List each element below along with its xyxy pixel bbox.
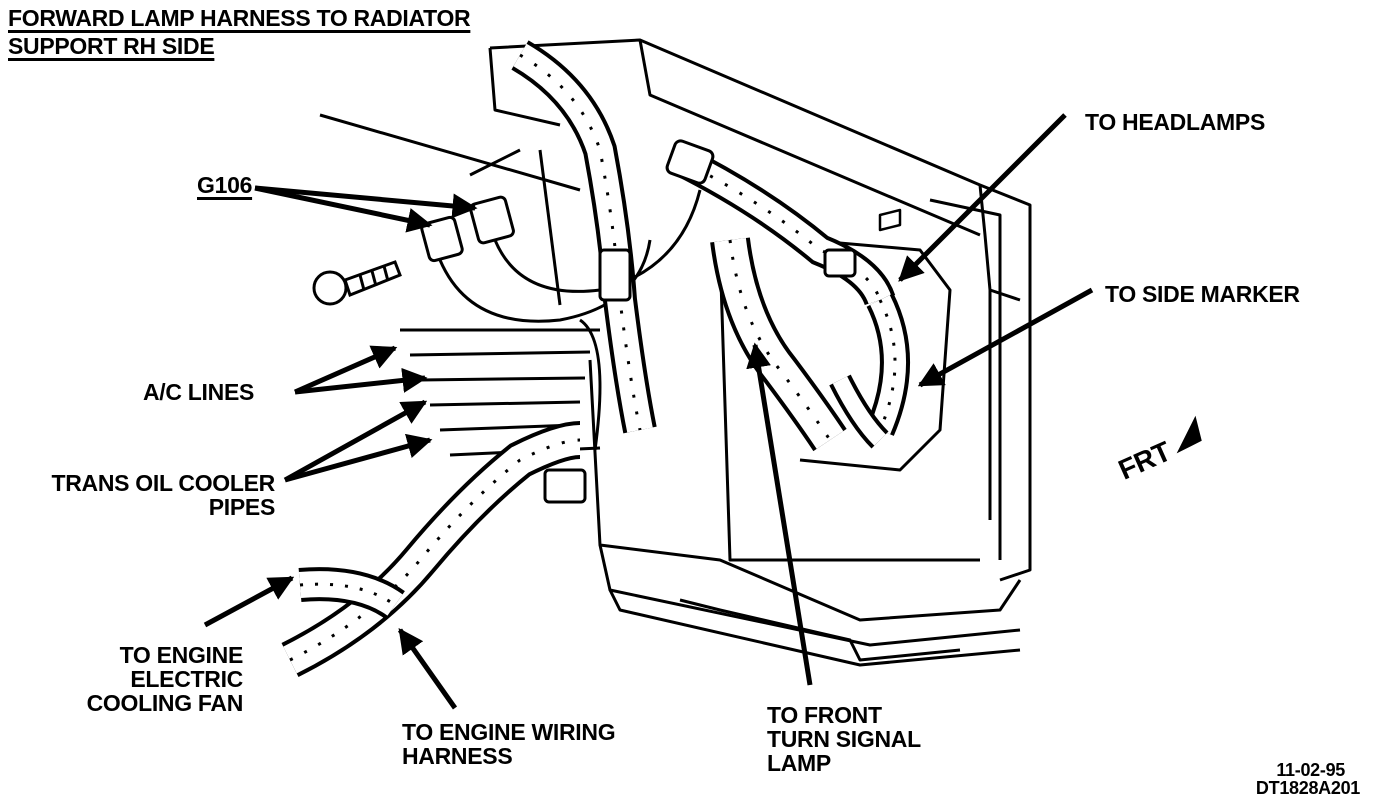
harness-connectors	[543, 139, 857, 504]
forward-lamp-harness	[511, 40, 910, 452]
frt-arrow	[1176, 415, 1202, 454]
label-engine-wiring-line2: HARNESS	[402, 743, 513, 769]
label-engine-fan-line2: ELECTRIC	[130, 666, 243, 692]
arrow-side-marker	[917, 287, 1094, 388]
label-ac-lines: A/C LINES	[143, 379, 255, 405]
label-engine-wiring-line1: TO ENGINE WIRING	[402, 719, 616, 745]
label-trans-oil-cooler-line2: PIPES	[208, 494, 276, 520]
arrow-g106-a	[254, 185, 433, 233]
label-turn-signal-line3: LAMP	[767, 750, 831, 776]
footer-code: DT1828A201	[1255, 778, 1360, 798]
arrow-trans-b	[284, 433, 433, 483]
footer-date: 11-02-95	[1276, 760, 1345, 780]
radiator-support	[319, 38, 1032, 667]
arrow-ac-a	[293, 345, 398, 395]
label-engine-fan-line1: TO ENGINE	[119, 642, 244, 668]
label-side-marker: TO SIDE MARKER	[1105, 281, 1300, 307]
engine-harness	[281, 421, 581, 677]
arrow-ac-b	[294, 367, 428, 395]
label-turn-signal-line2: TURN SIGNAL	[767, 726, 921, 752]
arrow-headlamps	[898, 113, 1067, 282]
arrow-trans-a	[283, 399, 428, 483]
page-subtitle: SUPPORT RH SIDE	[8, 33, 215, 59]
leader-arrows	[203, 113, 1094, 710]
arrow-turn-signal	[746, 342, 813, 686]
label-g106: G106	[197, 172, 253, 198]
arrow-engine-wiring	[397, 627, 458, 710]
label-engine-fan-line3: COOLING FAN	[86, 690, 244, 716]
arrow-fan	[203, 575, 295, 628]
arrow-g106-b	[254, 185, 478, 219]
bolt	[312, 260, 402, 306]
label-turn-signal-line1: TO FRONT	[767, 702, 882, 728]
label-headlamps: TO HEADLAMPS	[1085, 109, 1265, 135]
label-trans-oil-cooler-line1: TRANS OIL COOLER	[51, 470, 275, 496]
page-title: FORWARD LAMP HARNESS TO RADIATOR	[8, 5, 471, 31]
